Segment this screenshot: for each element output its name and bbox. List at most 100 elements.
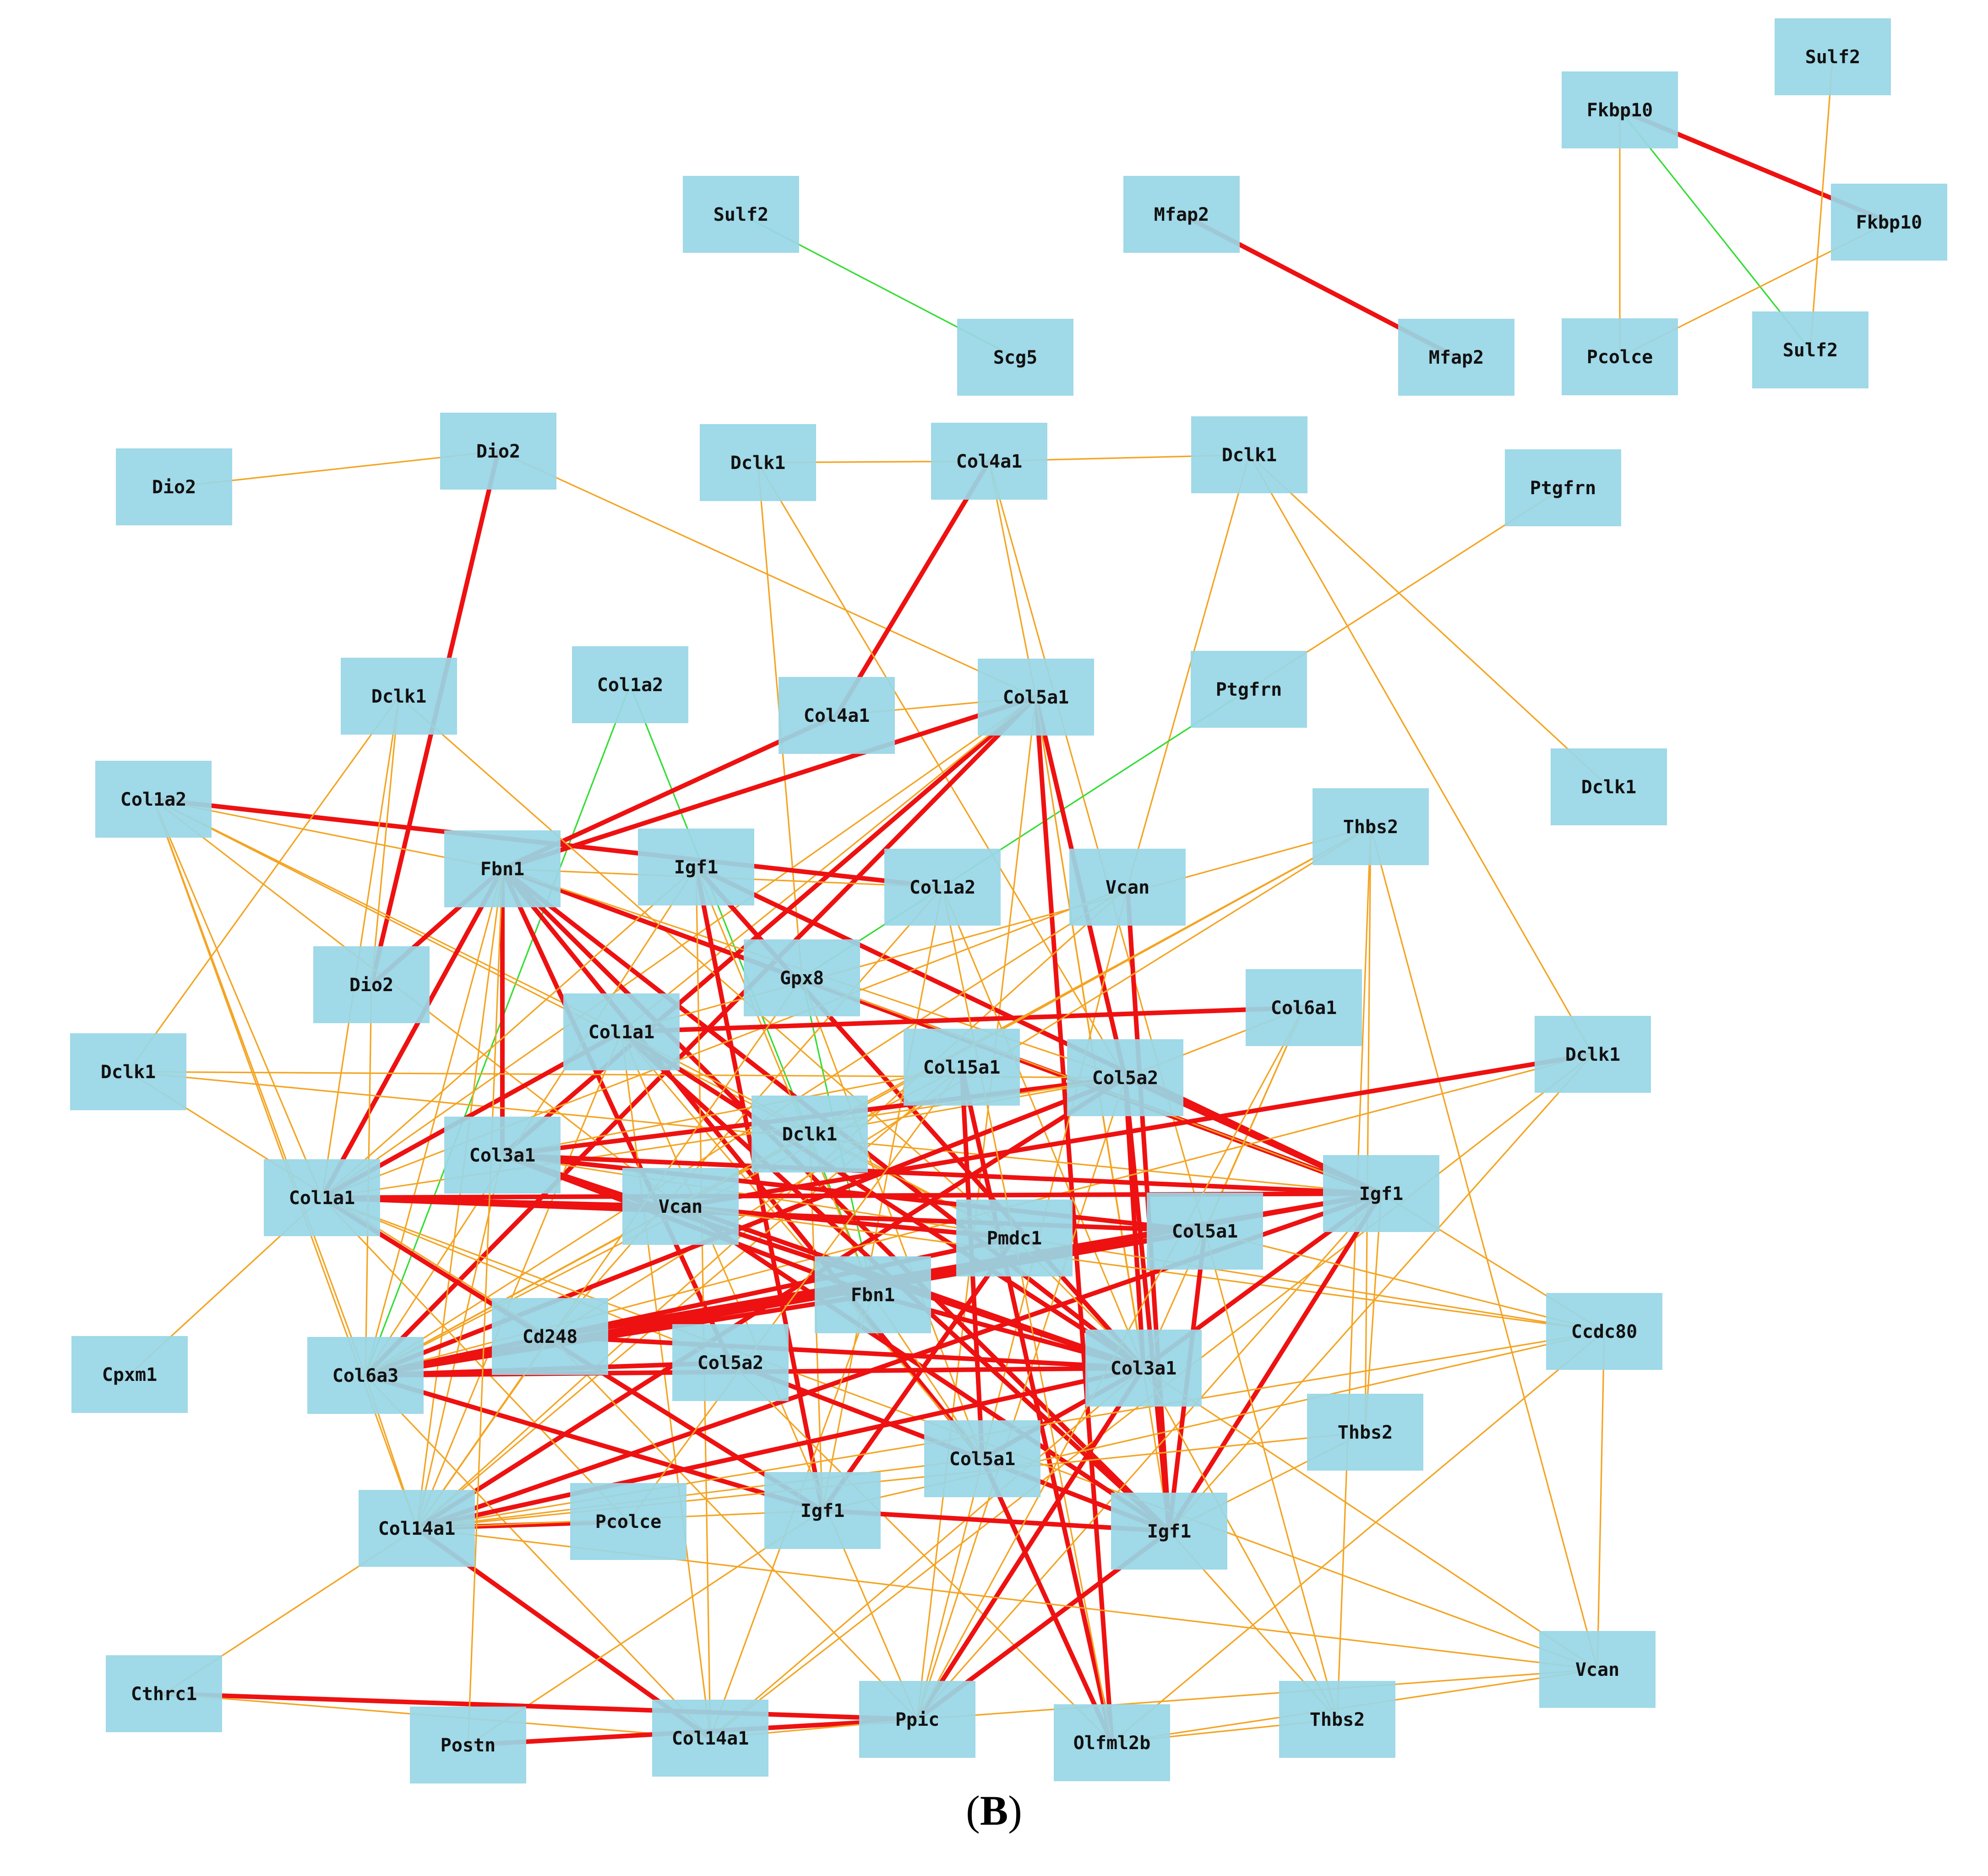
node-col1a1-n32[interactable]: Col1a1: [563, 993, 680, 1070]
node-ppic-n58[interactable]: Ppic: [859, 1681, 975, 1758]
node-col1a1-n38[interactable]: Col1a1: [264, 1159, 380, 1236]
node-thbs2-n50[interactable]: Thbs2: [1307, 1394, 1423, 1471]
node-col5a1-n42[interactable]: Col5a1: [1147, 1193, 1263, 1270]
node-label: Col5a2: [1092, 1068, 1159, 1089]
node-col14a1-n60[interactable]: Col14a1: [652, 1700, 768, 1777]
node-label: Col15a1: [923, 1057, 1001, 1078]
node-cd248-n44[interactable]: Cd248: [492, 1298, 608, 1375]
node-dclk1-n35[interactable]: Dclk1: [1535, 1016, 1651, 1093]
node-col6a1-n30[interactable]: Col6a1: [1246, 969, 1362, 1046]
edge-orange-n22-n38: [153, 798, 323, 1199]
node-box: [622, 1168, 739, 1245]
edge-orange-n27-n58: [916, 886, 1128, 1720]
node-dclk1-n21[interactable]: Dclk1: [1551, 748, 1667, 825]
node-vcan-n57[interactable]: Vcan: [1539, 1631, 1656, 1708]
node-fkbp10-n3[interactable]: Fkbp10: [1831, 184, 1947, 261]
edge-red-n19-n24: [500, 695, 1038, 871]
edge-orange-n19-n32: [621, 696, 1037, 1033]
node-vcan-n39[interactable]: Vcan: [622, 1168, 739, 1245]
node-label: Gpx8: [780, 968, 824, 989]
node-label: Col3a1: [1111, 1358, 1177, 1379]
node-sulf2-n1[interactable]: Sulf2: [1775, 18, 1891, 95]
node-label: Col1a2: [597, 675, 664, 696]
node-label: Igf1: [1147, 1521, 1191, 1542]
node-dclk1-n16[interactable]: Dclk1: [341, 658, 457, 735]
node-box: [1067, 1039, 1183, 1116]
edge-orange-n51-n52: [416, 1458, 983, 1529]
node-pcolce-n53[interactable]: Pcolce: [570, 1483, 686, 1560]
node-label: Pcolce: [595, 1511, 662, 1532]
node-dio2-n10[interactable]: Dio2: [116, 448, 232, 525]
node-ptgfrn-n20[interactable]: Ptgfrn: [1191, 651, 1307, 728]
node-dclk1-n36[interactable]: Dclk1: [752, 1096, 868, 1172]
node-box: [70, 1033, 186, 1110]
node-igf1-n54[interactable]: Igf1: [764, 1472, 881, 1549]
node-pcolce-n5[interactable]: Pcolce: [1562, 318, 1678, 395]
node-dclk1-n12[interactable]: Dclk1: [700, 424, 816, 501]
edge-orange-n32-n51: [621, 1031, 983, 1460]
node-col1a2-n26[interactable]: Col1a2: [884, 849, 1001, 926]
node-igf1-n40[interactable]: Igf1: [1323, 1155, 1439, 1232]
node-dio2-n11[interactable]: Dio2: [440, 413, 556, 490]
node-col5a1-n19[interactable]: Col5a1: [978, 659, 1094, 736]
node-col14a1-n52[interactable]: Col14a1: [359, 1490, 475, 1567]
edge-red-n51-n61: [980, 1456, 1114, 1745]
node-col6a3-n47[interactable]: Col6a3: [307, 1337, 424, 1414]
node-thbs2-n23[interactable]: Thbs2: [1313, 788, 1429, 865]
node-box: [1323, 1155, 1439, 1232]
node-fbn1-n24[interactable]: Fbn1: [444, 830, 561, 907]
node-label: Cthrc1: [131, 1684, 197, 1705]
node-mfap2-n8[interactable]: Mfap2: [1123, 176, 1240, 253]
node-col5a2-n34[interactable]: Col5a2: [1067, 1039, 1183, 1116]
edge-red-n49-n52: [414, 1366, 1146, 1531]
node-gpx8-n29[interactable]: Gpx8: [744, 939, 860, 1016]
edge-orange-n16-n31: [127, 695, 400, 1073]
node-pmdc1-n41[interactable]: Pmdc1: [956, 1200, 1073, 1276]
node-col3a1-n49[interactable]: Col3a1: [1085, 1330, 1202, 1407]
node-box: [779, 677, 895, 754]
node-col3a1-n37[interactable]: Col3a1: [444, 1117, 561, 1194]
edge-orange-n14-n21: [1248, 454, 1610, 788]
node-box: [1535, 1016, 1651, 1093]
node-box: [752, 1096, 868, 1172]
node-label: Col14a1: [378, 1518, 456, 1539]
node-label: Sulf2: [1783, 340, 1838, 361]
node-box: [672, 1324, 789, 1401]
node-igf1-n25[interactable]: Igf1: [638, 829, 754, 905]
node-label: Dclk1: [371, 686, 426, 707]
node-sulf2-n4[interactable]: Sulf2: [1752, 311, 1868, 388]
node-label: Fbn1: [480, 859, 524, 880]
node-ccdc80-n45[interactable]: Ccdc80: [1546, 1293, 1662, 1370]
node-label: Igf1: [674, 857, 718, 878]
node-col1a2-n17[interactable]: Col1a2: [572, 646, 688, 723]
node-olfml2b-n61[interactable]: Olfml2b: [1054, 1704, 1170, 1781]
node-col4a1-n13[interactable]: Col4a1: [931, 423, 1047, 500]
node-cthrc1-n56[interactable]: Cthrc1: [106, 1655, 222, 1732]
node-col1a2-n22[interactable]: Col1a2: [95, 761, 212, 838]
node-col4a1-n18[interactable]: Col4a1: [779, 677, 895, 754]
node-scg5-n7[interactable]: Scg5: [957, 319, 1073, 396]
node-cpxm1-n46[interactable]: Cpxm1: [71, 1336, 188, 1413]
node-col5a1-n51[interactable]: Col5a1: [924, 1420, 1040, 1497]
edge-orange-n34-n58: [916, 1077, 1126, 1720]
node-postn-n59[interactable]: Postn: [410, 1707, 526, 1783]
node-ptgfrn-n15[interactable]: Ptgfrn: [1505, 449, 1621, 526]
node-sulf2-n6[interactable]: Sulf2: [683, 176, 799, 253]
node-fkbp10-n2[interactable]: Fkbp10: [1562, 71, 1678, 148]
node-mfap2-n9[interactable]: Mfap2: [1398, 319, 1514, 396]
node-col15a1-n33[interactable]: Col15a1: [904, 1029, 1020, 1106]
node-igf1-n55[interactable]: Igf1: [1111, 1493, 1227, 1570]
edge-orange-n38-n48: [321, 1197, 731, 1363]
node-box: [410, 1707, 526, 1783]
node-dio2-n28[interactable]: Dio2: [313, 946, 430, 1023]
node-dclk1-n14[interactable]: Dclk1: [1191, 416, 1307, 493]
node-vcan-n27[interactable]: Vcan: [1069, 849, 1186, 926]
node-thbs2-n62[interactable]: Thbs2: [1279, 1681, 1395, 1758]
node-box: [1398, 319, 1514, 396]
node-layer: Sulf2Fkbp10Fkbp10Sulf2PcolceSulf2Scg5Mfa…: [70, 18, 1947, 1783]
node-col5a2-n48[interactable]: Col5a2: [672, 1324, 789, 1401]
node-dclk1-n31[interactable]: Dclk1: [70, 1033, 186, 1110]
node-fbn1-n43[interactable]: Fbn1: [815, 1256, 931, 1333]
node-label: Ptgfrn: [1216, 679, 1282, 700]
edge-orange-n38-n25: [321, 866, 697, 1199]
